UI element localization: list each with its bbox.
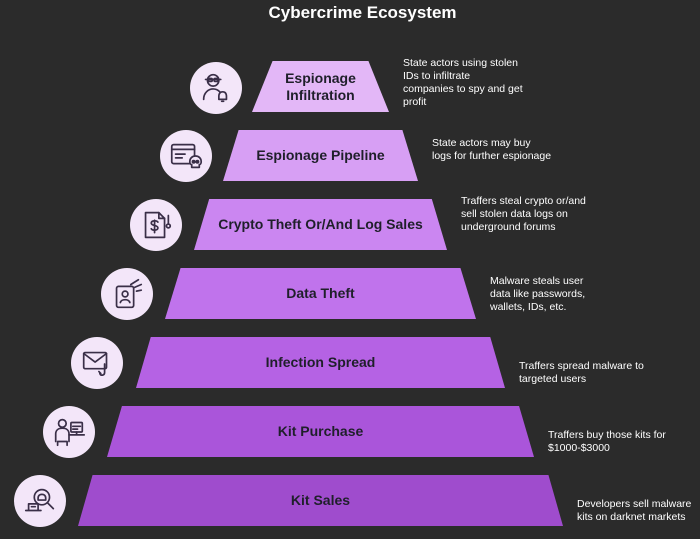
id-card-grab-icon	[101, 268, 153, 320]
tier-espionage-infiltration: Espionage Infiltration	[252, 61, 389, 112]
tier-description: State actors may buy logs for further es…	[432, 137, 552, 162]
diagram-title: Cybercrime Ecosystem	[268, 3, 457, 22]
dollar-document-icon	[130, 199, 182, 251]
tier-kit-sales: Kit Sales	[78, 475, 563, 526]
tier-label: Espionage Pipeline	[256, 147, 385, 163]
tier-infection-spread: Infection Spread	[136, 337, 505, 388]
tier-description: Malware steals user data like passwords,…	[490, 275, 586, 313]
tier-label: Kit Purchase	[277, 423, 364, 439]
tier-espionage-pipeline: Espionage Pipeline	[223, 130, 418, 181]
tier-description: Traffers spread malware to targeted user…	[519, 360, 644, 385]
person-computer-icon	[43, 406, 95, 458]
magnifier-bug-icon	[14, 475, 66, 527]
email-hook-icon	[71, 337, 123, 389]
tier-crypto-theft: Crypto Theft Or/And Log Sales	[194, 199, 447, 250]
browser-skull-icon	[160, 130, 212, 182]
tier-description: Traffers steal crypto or/and sell stolen…	[461, 195, 586, 233]
tier-description: State actors using stolen IDs to infiltr…	[403, 57, 523, 108]
tier-data-theft: Data Theft	[165, 268, 476, 319]
tier-description: Traffers buy those kits for $1000-$3000	[548, 429, 666, 454]
spy-bell-icon	[190, 62, 242, 114]
tier-label: Kit Sales	[290, 492, 351, 508]
tier-label: Infection Spread	[265, 354, 376, 370]
tier-kit-purchase: Kit Purchase	[107, 406, 534, 457]
tier-label: Data Theft	[286, 285, 355, 301]
tier-label: Crypto Theft Or/And Log Sales	[218, 216, 423, 232]
tier-description: Developers sell malware kits on darknet …	[577, 498, 692, 523]
tier-label: Espionage Infiltration	[285, 69, 356, 103]
